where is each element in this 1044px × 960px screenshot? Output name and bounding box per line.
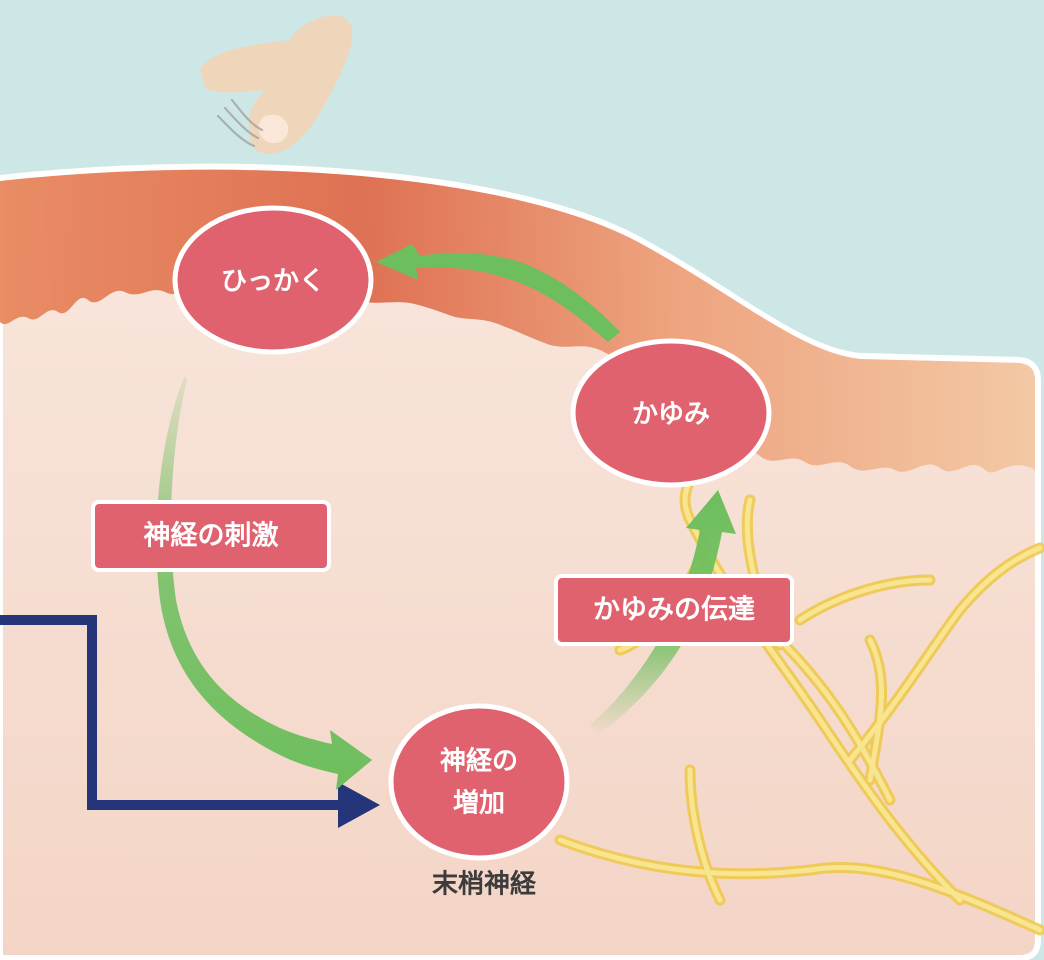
node-itch-label: かゆみ	[632, 400, 710, 430]
green-arrow-itch-to-scratch	[376, 244, 620, 342]
green-arrow-nerve-to-itch	[590, 490, 736, 735]
green-arrow-scratch-to-nerve	[156, 375, 372, 790]
label-nerve-stimulation: 神経の刺激	[91, 500, 331, 572]
node-scratch: ひっかく	[172, 205, 374, 355]
caption-peripheral-nerve: 末梢神経	[432, 869, 537, 900]
node-nerve-increase-line1: 神経の	[440, 746, 518, 777]
node-nerve-increase: 神経の 増加	[388, 703, 570, 861]
scratch-motion-lines	[216, 98, 264, 148]
navy-arrow-line	[0, 615, 340, 810]
node-nerve-increase-line2: 増加	[453, 789, 505, 819]
node-scratch-label: ひっかく	[221, 267, 325, 297]
navy-arrowhead	[338, 782, 380, 828]
label-nerve-stimulation-text: 神経の刺激	[144, 520, 279, 552]
scratching-finger-icon	[200, 15, 353, 155]
label-itch-transmission-text: かゆみの伝達	[593, 595, 755, 626]
finger-shape	[200, 15, 353, 155]
label-itch-transmission: かゆみの伝達	[554, 574, 794, 646]
fingernail	[258, 114, 289, 144]
node-itch: かゆみ	[570, 338, 772, 488]
